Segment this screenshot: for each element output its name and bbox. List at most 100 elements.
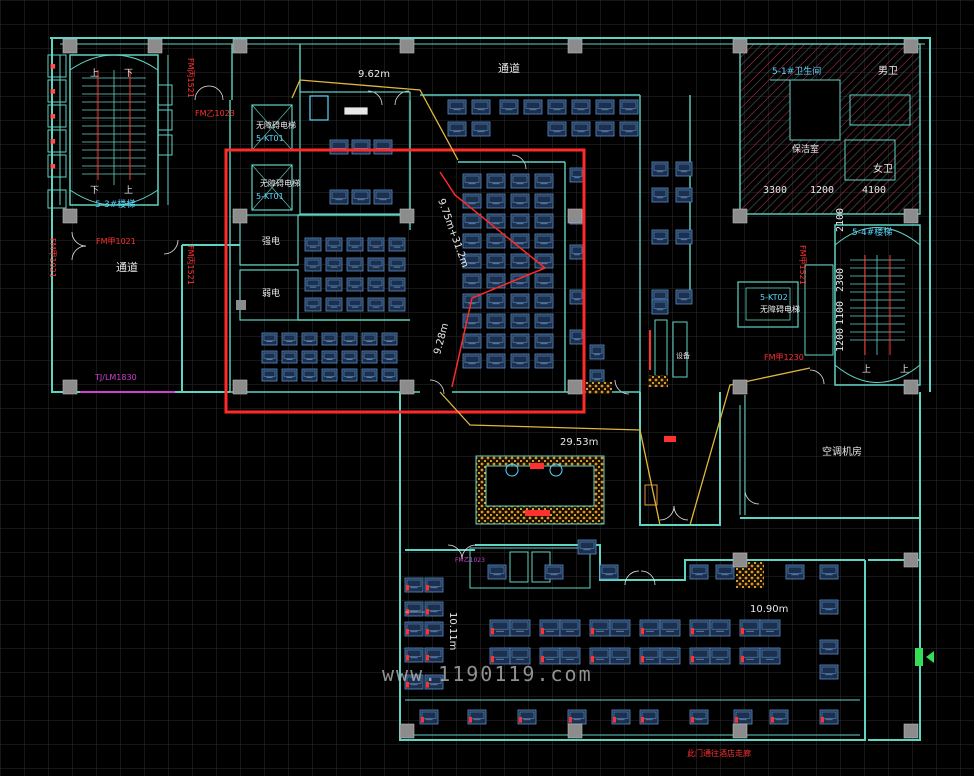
wc-dim-3: 4100 (862, 185, 886, 196)
door-fm-left-mid: FM甲1021 (48, 238, 57, 278)
bottom-office-walls (405, 547, 860, 701)
desk-unit (261, 332, 278, 346)
desk-unit (301, 350, 318, 364)
desk-unit (510, 173, 530, 189)
desk-unit (510, 353, 530, 369)
desk-unit (571, 121, 591, 137)
desk-unit (651, 187, 669, 203)
desk-unit (321, 350, 338, 364)
column (232, 379, 248, 395)
column (732, 38, 748, 54)
desk-unit (709, 619, 731, 637)
bottom-door-caption: 此门通往酒店走廊 (687, 748, 751, 758)
desk-unit (733, 709, 753, 725)
desk-unit (346, 277, 364, 292)
column (399, 208, 415, 224)
column (399, 723, 415, 739)
desk-unit (510, 293, 530, 309)
stair-dim-2: 2300 (835, 268, 846, 292)
wc-dim-2: 1200 (810, 185, 834, 196)
exit-arrow-icon (926, 651, 934, 663)
door-fm-center-top: FM乙1023 (195, 109, 235, 118)
desk-unit (351, 139, 371, 155)
stair-left-down-2: 下 (90, 186, 99, 196)
column (903, 38, 919, 54)
door-fm-corner: FM甲1021 (96, 237, 136, 246)
column (732, 723, 748, 739)
corridor-left-label: 通道 (116, 260, 138, 274)
weak-elec-label: 弱电 (262, 287, 280, 299)
desk-unit (611, 709, 631, 725)
equip-tag-4: ■ (50, 138, 56, 145)
desk-unit (281, 368, 298, 382)
structural-columns (62, 38, 919, 739)
desk-unit (321, 332, 338, 346)
desk-unit (547, 121, 567, 137)
desk-unit (589, 619, 611, 637)
stair-right (737, 224, 921, 386)
stair-right-up-2: 上 (900, 364, 909, 375)
highlight-box (224, 148, 586, 414)
desk-unit (569, 244, 585, 260)
desk-unit (486, 273, 506, 289)
desk-unit (675, 229, 693, 245)
desk-unit (388, 297, 406, 312)
desk-unit (388, 277, 406, 292)
column (567, 723, 583, 739)
column (147, 38, 163, 54)
column (903, 379, 919, 395)
desk-unit (534, 293, 554, 309)
desk-unit (341, 350, 358, 364)
desk-unit (547, 99, 567, 115)
stair-dim-3: 1100 (835, 301, 846, 325)
desk-unit (639, 709, 659, 725)
desk-unit (486, 173, 506, 189)
stair-dim-1: 2100 (835, 208, 846, 232)
desk-unit (689, 647, 711, 665)
desk-unit (559, 619, 581, 637)
equip-tag-5: ■ (50, 163, 56, 170)
desk-unit (510, 273, 530, 289)
equip-tag-2: ■ (50, 88, 56, 95)
desk-unit (675, 289, 693, 305)
evacuation-routes (291, 79, 811, 526)
wall-pier (236, 300, 246, 310)
desk-unit (381, 350, 398, 364)
desk-unit (489, 619, 511, 637)
desk-unit (424, 647, 444, 663)
column (399, 379, 415, 395)
desk-unit (321, 368, 338, 382)
desk-unit (301, 332, 318, 346)
desk-unit (367, 297, 385, 312)
desk-unit (462, 333, 482, 349)
desk-unit (819, 639, 839, 655)
desk-unit (261, 368, 278, 382)
desk-unit (689, 564, 709, 580)
service-corridor (586, 319, 688, 506)
desk-unit (419, 709, 439, 725)
desk-unit (739, 647, 761, 665)
desk-unit (544, 564, 564, 580)
corridor-top-label: 通道 (498, 61, 520, 75)
elevator-1b-label: 5-KT01 (256, 192, 284, 201)
desk-unit (351, 189, 371, 205)
desk-unit (785, 564, 805, 580)
desk-unit (367, 277, 385, 292)
reception (475, 455, 605, 525)
desk-unit (367, 237, 385, 252)
desk-unit (361, 368, 378, 382)
desk-unit (534, 353, 554, 369)
dim-office-width: 10.90m (750, 604, 788, 615)
wc-label: 5-1#卫生间 (772, 65, 821, 77)
equip-tag-1: ■ (50, 63, 56, 70)
column (62, 208, 78, 224)
door-fm-right-stair: FM甲1230 (764, 353, 804, 362)
desk-unit (424, 674, 444, 690)
desk-unit (709, 647, 731, 665)
desk-unit (341, 332, 358, 346)
desk-unit (388, 257, 406, 272)
desk-unit (304, 277, 322, 292)
desk-unit (819, 599, 839, 615)
desk-unit (510, 193, 530, 209)
